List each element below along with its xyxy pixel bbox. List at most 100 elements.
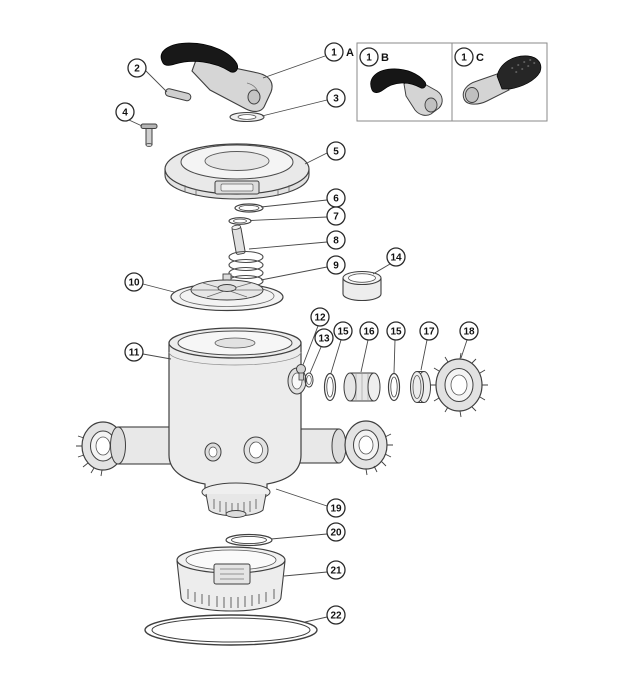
rotor-spokes [191,282,263,298]
oring-outer [225,533,273,547]
callout-number: 1 [366,53,372,64]
callout-21: 21 [283,560,346,580]
front-spigot-bore [208,446,218,458]
callout-number: 5 [333,147,339,158]
left-port-face [110,426,126,465]
slot-marks [213,499,257,514]
washer-outer [228,217,252,225]
callout-circle [310,307,330,327]
part-17-collar [410,371,431,403]
stem-cap [231,224,242,230]
leader-line [249,216,328,221]
right-port-face [331,428,347,464]
callout-12: 12 [302,307,330,366]
callout-circle [127,58,147,78]
body-center-opening [214,337,256,349]
callout-number: 22 [330,611,342,622]
callout-circle [326,560,346,580]
callout-number: 12 [314,313,326,324]
part-13-washer [304,372,314,388]
part-1b-handle [370,68,443,116]
leader-line [262,55,326,79]
callout-letter: B [381,52,389,64]
callout-number: 21 [330,566,342,577]
callout-circle [386,321,406,341]
oring-outer [387,372,401,402]
callout-2: 2 [127,58,168,93]
callout-number: 6 [333,194,339,205]
callout-number: 2 [134,64,140,75]
part-1c-handle [462,55,542,105]
alternate-handles-inset [356,42,548,122]
callout-4: 4 [115,102,143,127]
callout-letter: C [476,52,484,64]
spring-coil [228,258,264,272]
callout-20: 20 [270,522,346,542]
callout-number: 14 [390,253,402,264]
oring-inner [326,376,334,398]
washer-inner [306,375,312,385]
callout-number: 10 [128,278,140,289]
leader-line [260,266,328,281]
fastener-shaft [145,128,153,145]
part-14-sight-glass [342,270,382,302]
part-6-oring [234,203,264,213]
callout-circle [326,230,346,250]
callout-circle [115,102,135,122]
callout-9: 9 [260,255,346,281]
callout-circle [386,247,406,267]
part-18-union-nut [430,352,488,418]
callout-15-right: 15 [386,321,406,374]
union-nut-bore [450,374,468,396]
handle-knuckle [424,97,438,113]
part-10-diverter-assembly [170,273,284,312]
callout-5: 5 [304,141,346,165]
pin-body [164,88,192,102]
callout-circle [124,342,144,362]
callout-number: 9 [333,261,339,272]
oring-outer [144,614,318,646]
diffuser-foot [225,510,247,518]
callout-number: 1 [461,53,467,64]
part-5-valve-cover [164,143,310,200]
oring-inner [390,376,398,398]
callout-number: 1 [331,48,337,59]
washer-inner [233,218,247,224]
union-nut-bore [358,435,374,455]
oring-outer [234,203,264,213]
leader-line [420,339,428,371]
washer-inner [237,114,257,120]
spring-coil [228,266,264,280]
left-port [117,426,173,465]
leader-line [360,339,369,373]
callout-15-left: 15 [330,321,353,374]
callout-circle [333,321,353,341]
oring-inner [238,204,260,211]
part-3-washer [229,111,265,123]
callout-number: 20 [330,528,342,539]
leader-line [270,533,328,540]
cover-front-tab-inner [220,183,254,192]
part-4-fastener [140,123,158,147]
callout-16: 16 [359,321,379,373]
callout-1c: 1 C [454,47,484,67]
callout-circle [124,272,144,292]
callout-circle [459,321,479,341]
part-7-washer [228,217,252,225]
callout-circle [359,321,379,341]
callout-10: 10 [124,272,175,293]
leader-line [261,99,328,117]
callout-22: 22 [304,605,346,625]
callout-circle [324,42,344,62]
callout-1b: 1 B [359,47,389,67]
slot-marks [187,589,275,608]
sight-glass-bore [348,273,376,283]
knurl-marks [365,433,393,476]
callout-8: 8 [248,230,346,250]
part-15-oring-right [387,372,401,402]
leader-line [304,152,328,165]
callout-17: 17 [419,321,439,371]
stem-shaft [231,226,246,255]
